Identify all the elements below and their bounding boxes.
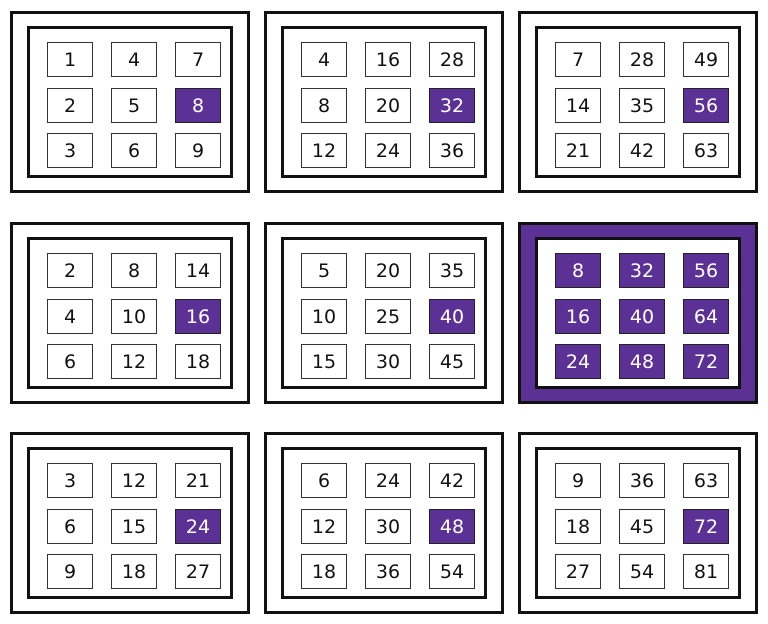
number-cell: 6 (111, 133, 157, 168)
number-cell: 12 (301, 509, 347, 544)
number-cell: 40 (619, 299, 665, 334)
number-cell: 20 (365, 253, 411, 288)
number-cell: 8 (111, 253, 157, 288)
number-cell: 1 (47, 42, 93, 77)
number-cell: 9 (175, 133, 221, 168)
number-cell: 3 (47, 133, 93, 168)
number-cell: 2 (47, 253, 93, 288)
number-cell: 12 (111, 344, 157, 379)
number-cell: 6 (47, 344, 93, 379)
number-cell: 7 (175, 42, 221, 77)
number-cell: 4 (301, 42, 347, 77)
number-cell: 25 (365, 299, 411, 334)
number-cell: 27 (175, 554, 221, 589)
number-cell: 27 (555, 554, 601, 589)
number-cell: 36 (429, 133, 475, 168)
panel-9: 9 36 63 18 45 72 27 54 81 (518, 432, 758, 614)
number-cell: 8 (301, 88, 347, 123)
number-cell: 10 (111, 299, 157, 334)
panel-inner-frame: 9 36 63 18 45 72 27 54 81 (535, 447, 741, 599)
number-cell: 30 (365, 344, 411, 379)
panel-8: 6 24 42 12 30 48 18 36 54 (264, 432, 504, 614)
number-cell: 54 (619, 554, 665, 589)
number-cell: 12 (301, 133, 347, 168)
number-cell: 5 (301, 253, 347, 288)
number-cell: 3 (47, 463, 93, 498)
number-cell: 40 (429, 299, 475, 334)
number-cell: 20 (365, 88, 411, 123)
panel-3: 7 28 49 14 35 56 21 42 63 (518, 11, 758, 193)
panel-2: 4 16 28 8 20 32 12 24 36 (264, 11, 504, 193)
panel-inner-frame: 5 20 35 10 25 40 15 30 45 (281, 237, 487, 389)
number-cell: 49 (683, 42, 729, 77)
number-cell: 24 (555, 344, 601, 379)
number-cell: 42 (429, 463, 475, 498)
panel-inner-frame: 3 12 21 6 15 24 9 18 27 (27, 447, 233, 599)
number-cell: 24 (365, 463, 411, 498)
panel-6: 8 32 56 16 40 64 24 48 72 (518, 222, 758, 404)
number-cell: 6 (301, 463, 347, 498)
number-cell: 81 (683, 554, 729, 589)
number-cell: 14 (175, 253, 221, 288)
number-cell: 36 (365, 554, 411, 589)
number-cell: 30 (365, 509, 411, 544)
number-cell: 18 (111, 554, 157, 589)
panel-inner-frame: 4 16 28 8 20 32 12 24 36 (281, 26, 487, 178)
number-cell: 24 (175, 509, 221, 544)
number-cell: 64 (683, 299, 729, 334)
number-cell: 36 (619, 463, 665, 498)
number-cell: 63 (683, 463, 729, 498)
number-cell: 42 (619, 133, 665, 168)
number-cell: 9 (555, 463, 601, 498)
number-cell: 48 (619, 344, 665, 379)
panel-inner-frame: 7 28 49 14 35 56 21 42 63 (535, 26, 741, 178)
number-cell: 7 (555, 42, 601, 77)
number-cell: 9 (47, 554, 93, 589)
number-cell: 72 (683, 344, 729, 379)
number-cell: 16 (555, 299, 601, 334)
number-cell: 32 (429, 88, 475, 123)
number-cell: 18 (175, 344, 221, 379)
number-cell: 8 (175, 88, 221, 123)
number-cell: 54 (429, 554, 475, 589)
number-cell: 16 (175, 299, 221, 334)
number-cell: 56 (683, 88, 729, 123)
number-cell: 15 (301, 344, 347, 379)
number-cell: 32 (619, 253, 665, 288)
number-cell: 5 (111, 88, 157, 123)
panel-5: 5 20 35 10 25 40 15 30 45 (264, 222, 504, 404)
number-cell: 4 (47, 299, 93, 334)
number-cell: 48 (429, 509, 475, 544)
number-cell: 6 (47, 509, 93, 544)
number-cell: 15 (111, 509, 157, 544)
number-cell: 8 (555, 253, 601, 288)
panel-inner-frame: 8 32 56 16 40 64 24 48 72 (535, 237, 741, 389)
number-cell: 14 (555, 88, 601, 123)
number-cell: 10 (301, 299, 347, 334)
number-cell: 18 (555, 509, 601, 544)
number-cell: 21 (555, 133, 601, 168)
number-cell: 4 (111, 42, 157, 77)
number-cell: 45 (429, 344, 475, 379)
number-cell: 24 (365, 133, 411, 168)
number-cell: 63 (683, 133, 729, 168)
number-cell: 28 (429, 42, 475, 77)
panel-7: 3 12 21 6 15 24 9 18 27 (10, 432, 250, 614)
number-cell: 18 (301, 554, 347, 589)
number-cell: 21 (175, 463, 221, 498)
number-cell: 2 (47, 88, 93, 123)
number-cell: 35 (619, 88, 665, 123)
number-cell: 28 (619, 42, 665, 77)
number-cell: 56 (683, 253, 729, 288)
number-cell: 16 (365, 42, 411, 77)
number-cell: 12 (111, 463, 157, 498)
number-cell: 35 (429, 253, 475, 288)
panel-inner-frame: 6 24 42 12 30 48 18 36 54 (281, 447, 487, 599)
number-cell: 72 (683, 509, 729, 544)
number-cell: 45 (619, 509, 665, 544)
